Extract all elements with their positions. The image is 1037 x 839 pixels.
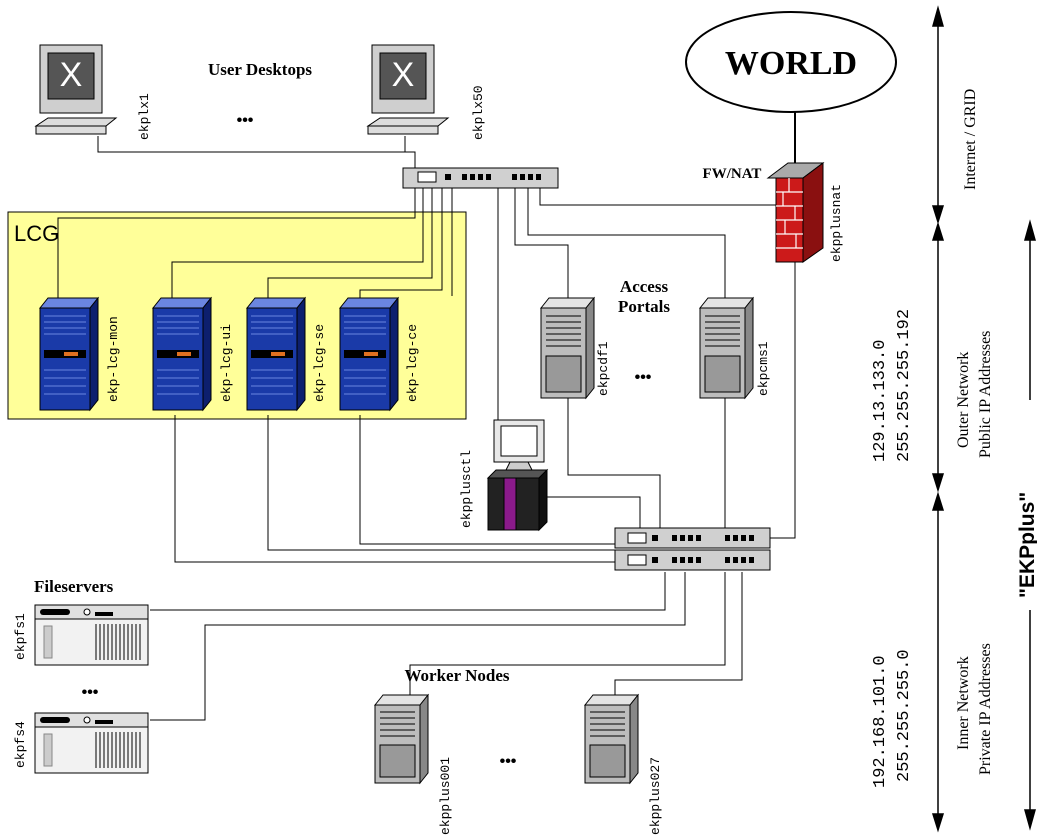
fileservers-ellipsis: ••• (82, 684, 99, 701)
control-workstation (486, 419, 549, 532)
firewall-host: ekpplusnat (829, 184, 844, 262)
access-portal-ekpcdf1 (539, 296, 596, 400)
lcg-host-ui: ekp-lcg-ui (219, 324, 234, 402)
lcg-title: LCG (14, 221, 59, 246)
internet-label: Internet / GRID (962, 89, 979, 190)
access-portal-ekpcms1 (698, 296, 755, 400)
desktop-host-2: ekplx50 (471, 85, 486, 140)
lcg-rack-se (245, 296, 307, 412)
lower-switch-1 (614, 527, 771, 549)
network-range-arrows (931, 5, 1036, 833)
fileserver-host-1: ekpfs1 (13, 613, 28, 660)
svg-text:X: X (60, 56, 83, 94)
access-portals-title-line1: Access (620, 277, 669, 296)
outer-network-line1: Outer Network (955, 352, 972, 448)
lower-switch-2 (614, 549, 771, 571)
desktops-ellipsis: ••• (237, 112, 254, 129)
worker-host-1: ekpplus001 (438, 757, 453, 835)
outer-network-line2: Public IP Addresses (977, 331, 994, 458)
lcg-rack-mon (38, 296, 100, 412)
worker-node-ekpplus027 (583, 693, 640, 785)
lcg-host-mon: ekp-lcg-mon (106, 316, 121, 402)
fileservers-title: Fileservers (34, 577, 114, 596)
worker-node-ekpplus001 (373, 693, 430, 785)
access-portal-host-2: ekpcms1 (756, 341, 771, 396)
world-label: WORLD (725, 45, 857, 82)
control-host: ekpplusctl (459, 450, 474, 528)
svg-text:X: X (392, 56, 415, 94)
worker-host-2: ekpplus027 (648, 757, 663, 835)
worker-nodes-title: Worker Nodes (405, 666, 510, 685)
desktops-title: User Desktops (208, 60, 312, 79)
access-portal-host-1: ekpcdf1 (596, 341, 611, 396)
lcg-host-se: ekp-lcg-se (312, 324, 327, 402)
desktop-ekplx50: X (366, 44, 450, 135)
firewall-label: FW/NAT (703, 166, 762, 182)
desktop-ekplx1: X (34, 44, 118, 135)
inner-network-line2: Private IP Addresses (977, 643, 994, 775)
inner-network-netmask: 255.255.255.0 (895, 649, 914, 782)
desktop-host-1: ekplx1 (137, 93, 152, 140)
fileserver-ekpfs4 (34, 712, 149, 774)
lcg-rack-ui (151, 296, 213, 412)
access-portals-title-line2: Portals (618, 297, 670, 316)
system-label: "EKPplus" (1016, 492, 1037, 598)
inner-network-address: 192.168.101.0 (871, 655, 890, 788)
lcg-host-ce: ekp-lcg-ce (405, 324, 420, 402)
upper-switch (402, 167, 559, 189)
fileserver-ekpfs1 (34, 604, 149, 666)
outer-network-netmask: 255.255.255.192 (895, 309, 914, 462)
worker-nodes-ellipsis: ••• (500, 753, 517, 770)
inner-network-line1: Inner Network (955, 656, 972, 750)
firewall-icon (766, 162, 825, 263)
outer-network-address: 129.13.133.0 (871, 340, 890, 462)
fileserver-host-2: ekpfs4 (13, 721, 28, 768)
world-cloud (685, 11, 897, 113)
connection-lines (57, 136, 796, 721)
lcg-rack-ce (338, 296, 400, 412)
access-portals-ellipsis: ••• (635, 369, 652, 386)
